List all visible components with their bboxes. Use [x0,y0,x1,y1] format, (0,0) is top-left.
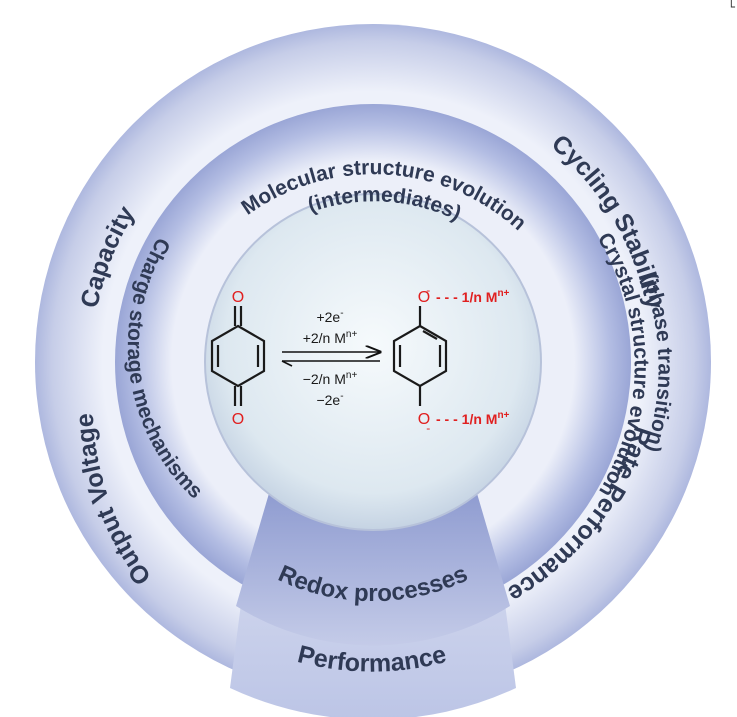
forward-cation-label: +2/n Mn+ [303,329,358,346]
oxygen-top-right: O- [418,283,430,306]
equilibrium-arrows [281,352,380,367]
reverse-cation-label: −2/n Mn+ [303,370,358,387]
oxygen-top-left: O [232,289,244,306]
oxygen-bottom-right: O- [418,411,430,435]
redox-wedge [236,490,510,646]
reverse-electron-label: −2e- [316,391,343,408]
metal-coordination-bottom: - - - 1/n Mn+ [436,410,510,427]
forward-electron-label: +2e- [316,308,343,325]
corner-bracket-icon: └ [727,0,735,14]
metal-coordination-top: - - - 1/n Mn+ [436,288,510,305]
phenolate-molecule: O- O- [392,283,448,435]
oxygen-bottom-left: O [232,411,244,428]
benzoquinone-molecule: O O [210,289,266,428]
center-circle [204,193,542,531]
